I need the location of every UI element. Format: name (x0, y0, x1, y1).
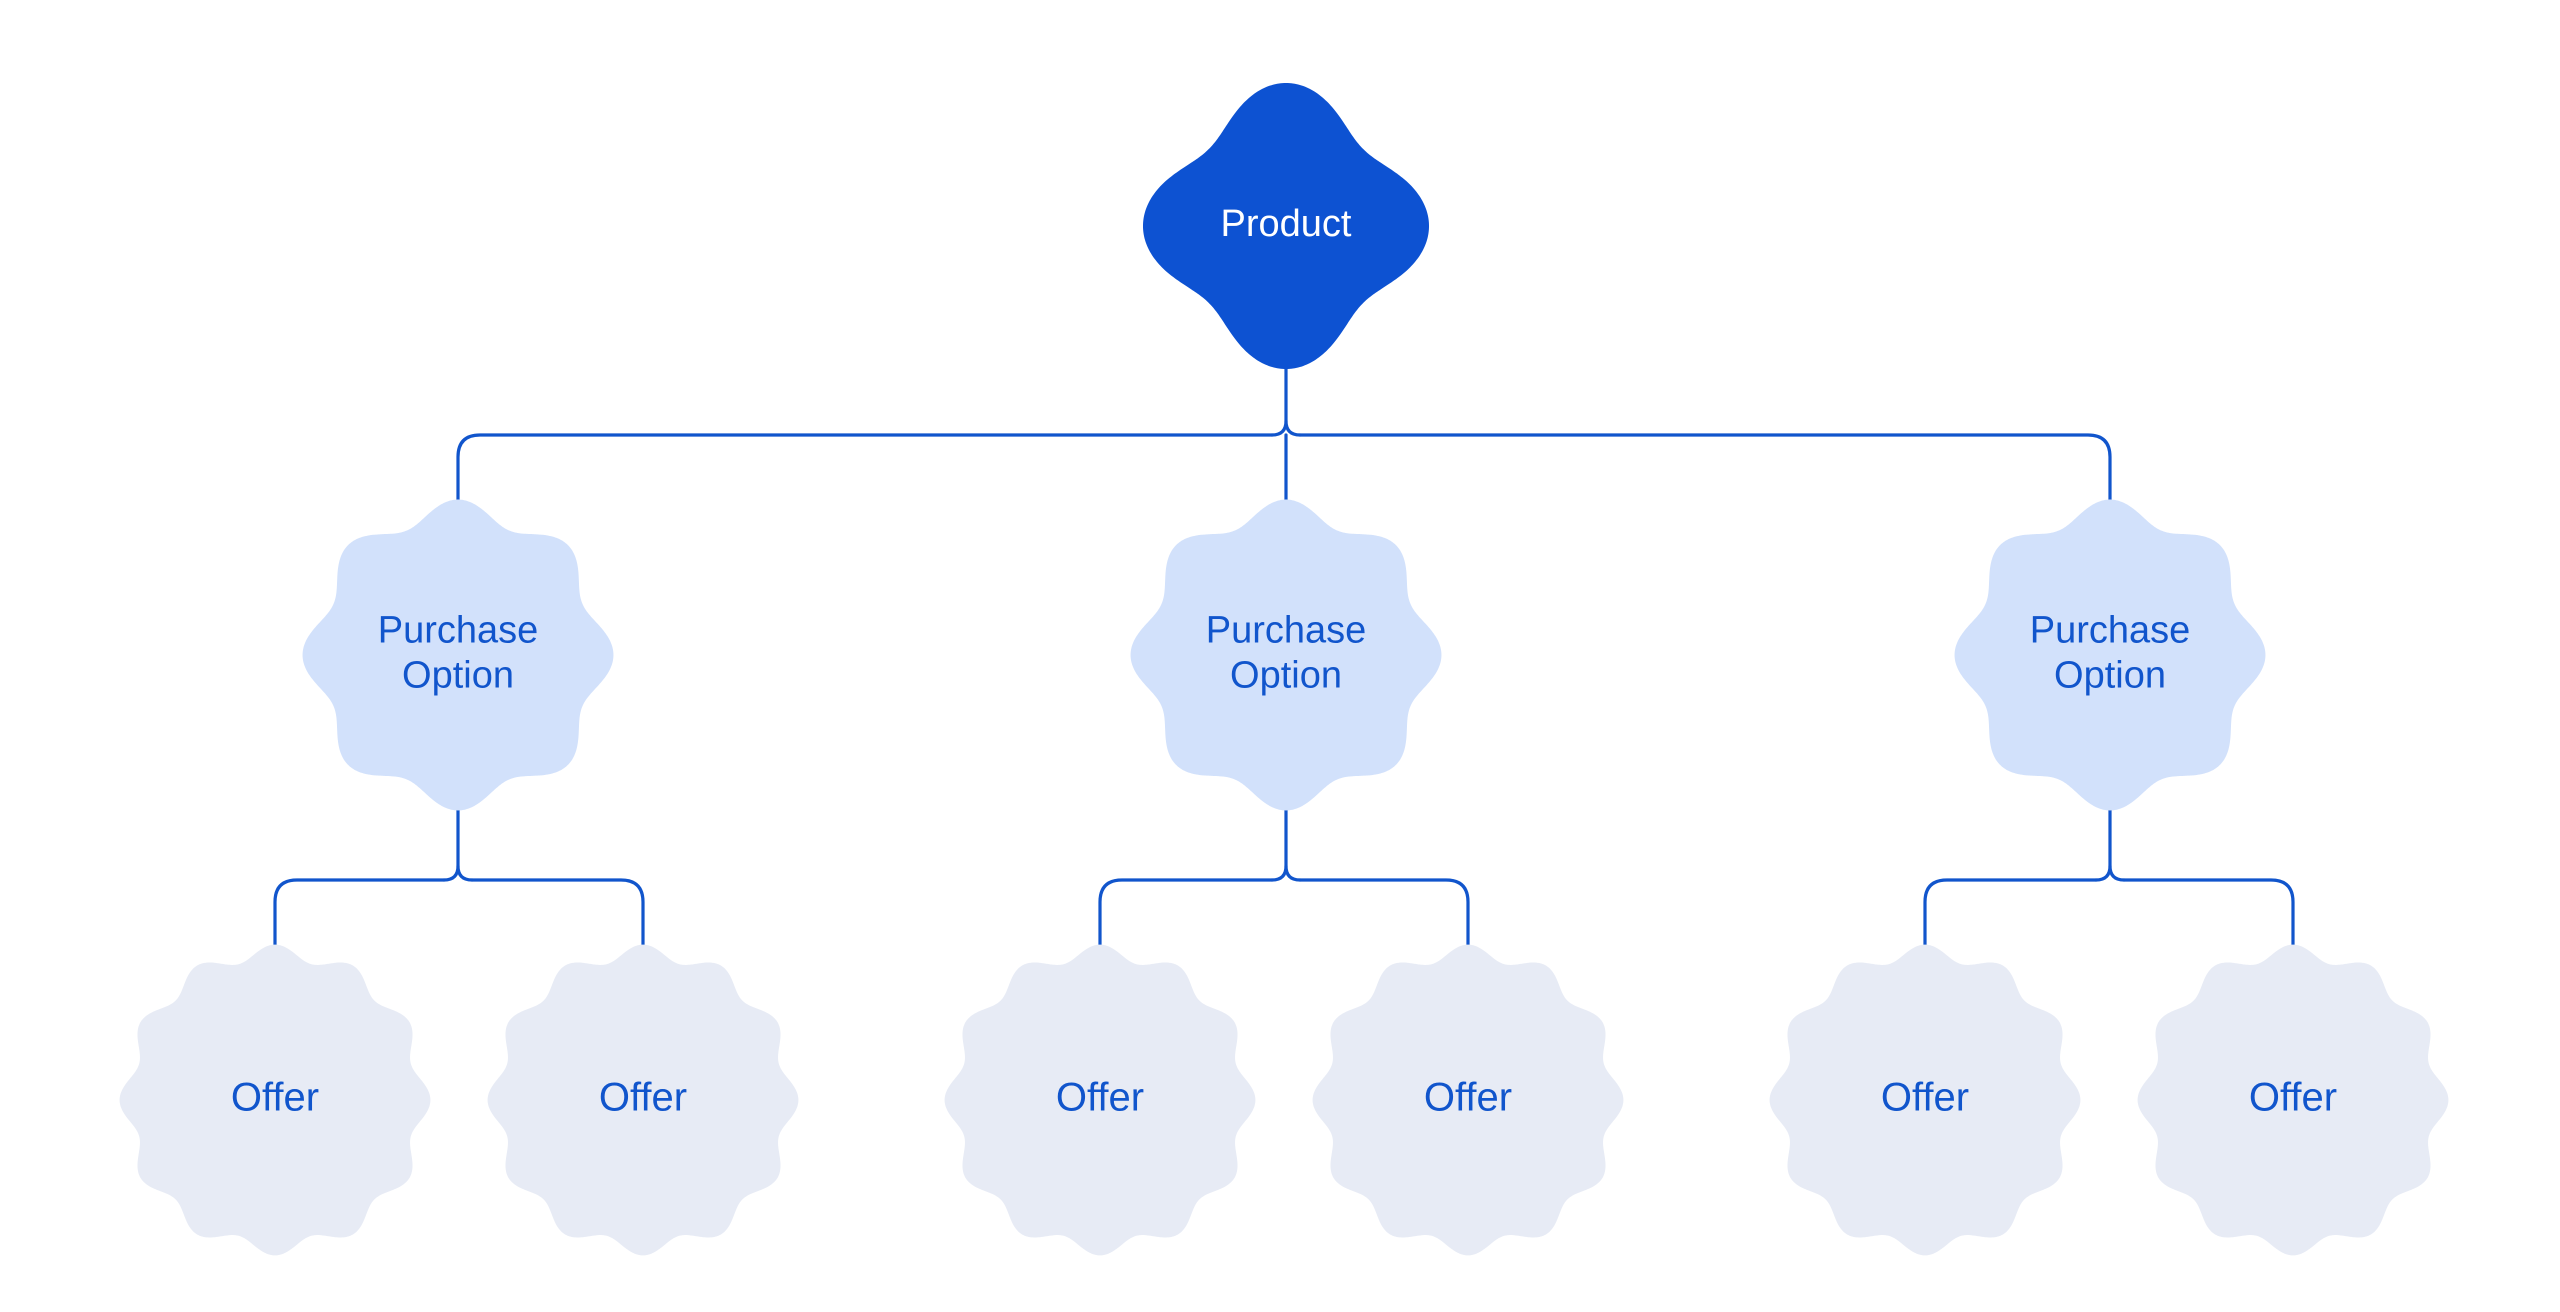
node-offer-3[interactable]: Offer (944, 944, 1256, 1256)
connector-layer (273, 350, 2295, 954)
edge-purchase-option-1-to-offers-stem-right-fillet (456, 864, 474, 882)
node-offer-1[interactable]: Offer (119, 944, 431, 1256)
node-offer-4-shape (1312, 944, 1624, 1256)
edge-root-to-purchase-options-stem-right-fillet (1284, 419, 1302, 437)
node-product-shape (1142, 82, 1430, 370)
edge-purchase-option-3-to-offers-arm-left (1923, 878, 2098, 954)
edge-purchase-option-1-to-offers-arm-left (273, 878, 446, 954)
node-offer-1-shape (119, 944, 431, 1256)
edge-purchase-option-3-to-offers-arm-right (2122, 878, 2295, 954)
node-offer-6[interactable]: Offer (2137, 944, 2449, 1256)
edge-purchase-option-3-to-offers-stem-right-fillet (2108, 864, 2126, 882)
node-product[interactable]: Product (1142, 82, 1430, 370)
node-purchase-option-1-shape (302, 499, 614, 811)
node-offer-4[interactable]: Offer (1312, 944, 1624, 1256)
node-purchase-option-3-shape (1954, 499, 2266, 811)
edge-purchase-option-2-to-offers-stem-right-fillet (1284, 864, 1302, 882)
node-purchase-option-2-shape (1130, 499, 1442, 811)
node-offer-5-shape (1769, 944, 2081, 1256)
node-offer-2-shape (487, 944, 799, 1256)
edge-purchase-option-1-to-offers-arm-right (470, 878, 645, 954)
node-offer-2[interactable]: Offer (487, 944, 799, 1256)
node-offer-6-shape (2137, 944, 2449, 1256)
edge-root-to-purchase-options-arm-right (1298, 433, 2112, 518)
node-offer-3-shape (944, 944, 1256, 1256)
edge-purchase-option-2-to-offers-arm-left (1098, 878, 1274, 954)
edge-root-to-purchase-options-arm-left (456, 433, 1274, 518)
node-offer-5[interactable]: Offer (1769, 944, 2081, 1256)
edge-purchase-option-2-to-offers-arm-right (1298, 878, 1470, 954)
